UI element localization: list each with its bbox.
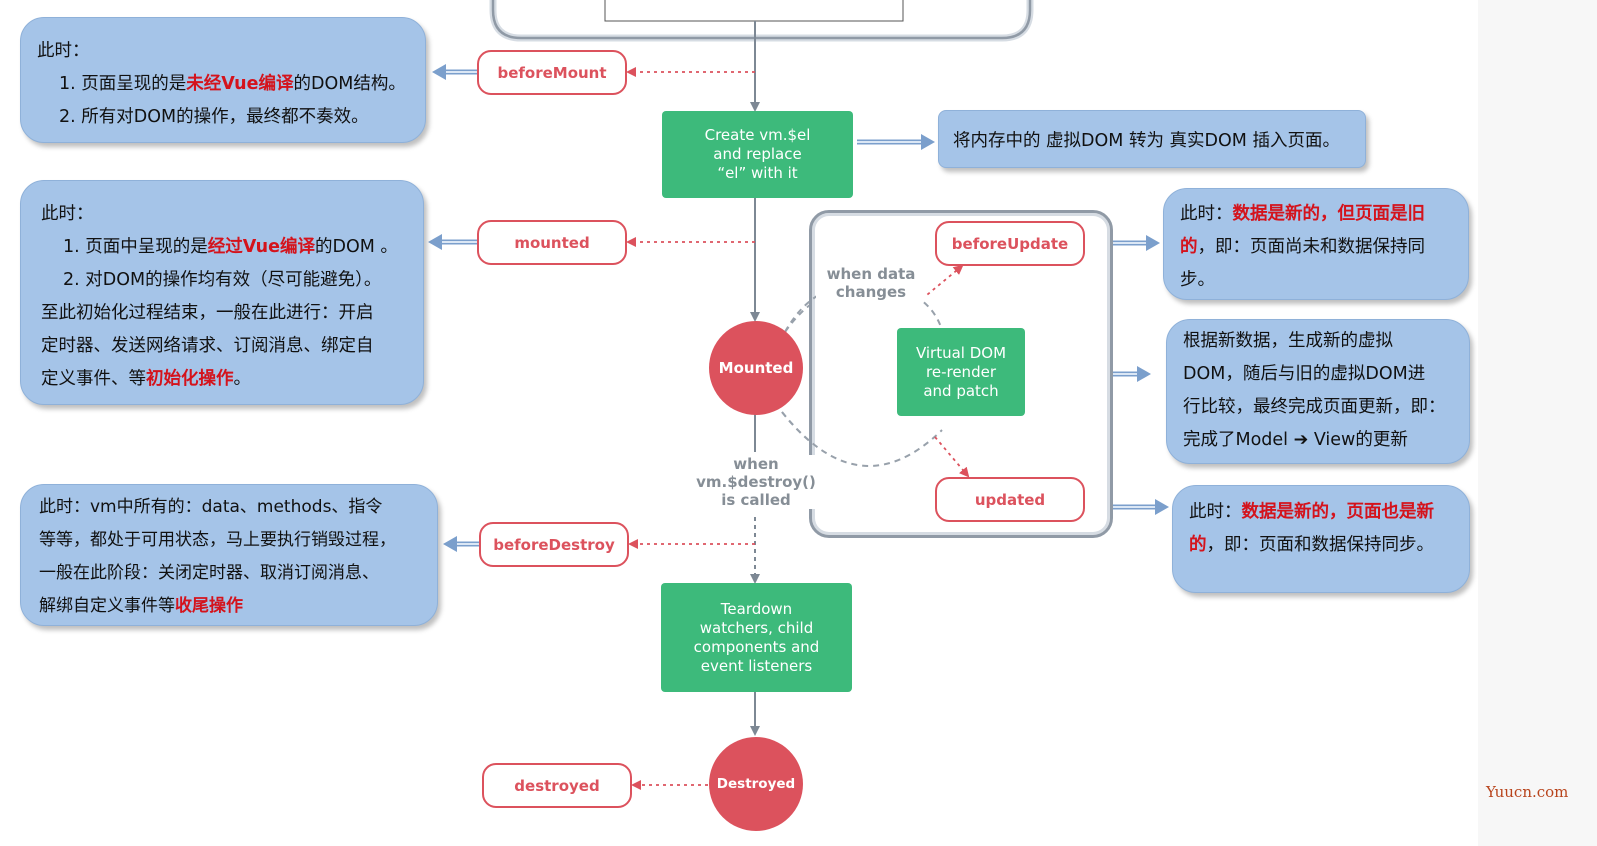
note-updated: 此时：数据是新的，页面也是新 的，即：页面和数据保持同步。 — [1172, 485, 1470, 593]
note-text: 解绑自定义事件等收尾操作 — [39, 596, 243, 616]
state-mounted: Mounted — [709, 321, 803, 415]
hook-before-destroy: beforeDestroy — [479, 522, 629, 567]
note-text: 的，即：页面和数据保持同步。 — [1189, 535, 1434, 555]
note-text: 2. 对DOM的操作均有效（尽可能避免）。 — [63, 270, 382, 290]
note-text: 此时：vm中所有的：data、methods、指令 — [39, 497, 383, 517]
note-text: 一般在此阶段：关闭定时器、取消订阅消息、 — [39, 563, 379, 583]
label-when-data-changes: when data changes — [816, 265, 926, 301]
note-before-destroy: 此时：vm中所有的：data、methods、指令 等等，都处于可用状态，马上要… — [20, 484, 438, 626]
hook-mounted: mounted — [477, 220, 627, 265]
note-before-update: 此时：数据是新的，但页面是旧 的，即：页面尚未和数据保持同 步。 — [1163, 188, 1469, 300]
note-text: 至此初始化过程结束，一般在此进行：开启 — [41, 303, 374, 323]
note-text: 的，即：页面尚未和数据保持同 — [1180, 237, 1425, 257]
watermark: Yuucn.com — [1486, 783, 1569, 801]
label-when-destroy-called: when vm.$destroy() is called — [690, 455, 822, 509]
note-text: 定义事件、等初始化操作。 — [41, 369, 251, 389]
note-text: 根据新数据，生成新的虚拟 — [1183, 331, 1393, 351]
note-mounted: 此时： 1. 页面中呈现的是经过Vue编译的DOM 。 2. 对DOM的操作均有… — [20, 180, 424, 405]
note-text: 等等，都处于可用状态，马上要执行销毁过程， — [39, 530, 396, 550]
note-text: 此时： — [37, 41, 90, 61]
note-text: 此时：数据是新的，但页面是旧 — [1180, 204, 1425, 224]
note-patch: 根据新数据，生成新的虚拟 DOM，随后与旧的虚拟DOM进 行比较，最终完成页面更… — [1166, 319, 1470, 464]
right-margin-panel — [1478, 0, 1597, 846]
state-destroyed: Destroyed — [709, 737, 803, 831]
note-text: 2. 所有对DOM的操作，最终都不奏效。 — [59, 107, 369, 127]
note-text: 1. 页面中呈现的是经过Vue编译的DOM 。 — [63, 237, 398, 257]
note-text: DOM，随后与旧的虚拟DOM进 — [1183, 364, 1426, 384]
hook-destroyed: destroyed — [482, 763, 632, 808]
note-text: 1. 页面呈现的是未经Vue编译的DOM结构。 — [59, 74, 406, 94]
note-mount-insert: 将内存中的 虚拟DOM 转为 真实DOM 插入页面。 — [938, 110, 1366, 168]
step-create-el: Create vm.$el and replace “el” with it — [662, 111, 853, 198]
note-before-mount: 此时： 1. 页面呈现的是未经Vue编译的DOM结构。 2. 所有对DOM的操作… — [20, 17, 426, 143]
top-frame-remnant — [489, 0, 1034, 42]
note-text: 此时：数据是新的，页面也是新 — [1189, 502, 1434, 522]
hook-before-update: beforeUpdate — [935, 221, 1085, 266]
note-text: 将内存中的 虚拟DOM 转为 真实DOM 插入页面。 — [953, 131, 1340, 151]
hook-updated: updated — [935, 477, 1085, 522]
note-text: 定时器、发送网络请求、订阅消息、绑定自 — [41, 336, 374, 356]
note-text: 步。 — [1180, 270, 1215, 290]
step-teardown: Teardown watchers, child components and … — [661, 583, 852, 692]
note-text: 行比较，最终完成页面更新，即： — [1183, 397, 1446, 417]
note-text: 完成了Model ➔ View的更新 — [1183, 430, 1408, 450]
hook-before-mount: beforeMount — [477, 50, 627, 95]
note-text: 此时： — [41, 204, 94, 224]
step-virtual-dom-patch: Virtual DOM re-render and patch — [897, 328, 1025, 416]
